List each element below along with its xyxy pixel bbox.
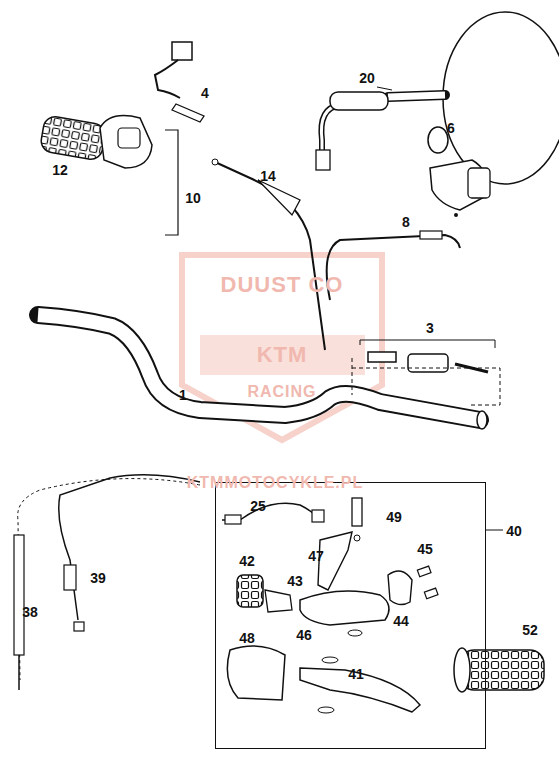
- callout-number: 8: [402, 215, 410, 229]
- watermark: KTM: [257, 344, 308, 366]
- callout-number: 14: [260, 169, 276, 183]
- callout-number: 48: [239, 631, 255, 645]
- callout-number: 4: [201, 86, 209, 100]
- callout-number: 49: [386, 510, 402, 524]
- callout-number: 41: [348, 667, 364, 681]
- watermark: KTMMOTOCYKLE.PL: [187, 475, 363, 491]
- callout-number: 25: [250, 499, 266, 513]
- callout-number: 38: [22, 605, 38, 619]
- callout-number: 40: [506, 524, 522, 538]
- callout-number: 10: [185, 191, 201, 205]
- callout-number: 6: [447, 121, 455, 135]
- callout-number: 45: [417, 542, 433, 556]
- callout-number: 12: [52, 163, 68, 177]
- kit-frame: 4025494745424344464841: [215, 482, 486, 749]
- callout-number: 47: [308, 549, 324, 563]
- callout-number: 44: [393, 614, 409, 628]
- callout-number: 20: [359, 71, 375, 85]
- callout-number: 43: [287, 574, 303, 588]
- callout-number: 1: [179, 388, 187, 402]
- watermark: DUUST CO: [221, 274, 344, 296]
- callout-number: 42: [239, 554, 255, 568]
- callout-number: 39: [90, 571, 106, 585]
- callout-number: 46: [296, 628, 312, 642]
- watermark: RACING: [247, 384, 316, 400]
- callout-number: 3: [426, 321, 434, 335]
- callout-number: 52: [522, 623, 538, 637]
